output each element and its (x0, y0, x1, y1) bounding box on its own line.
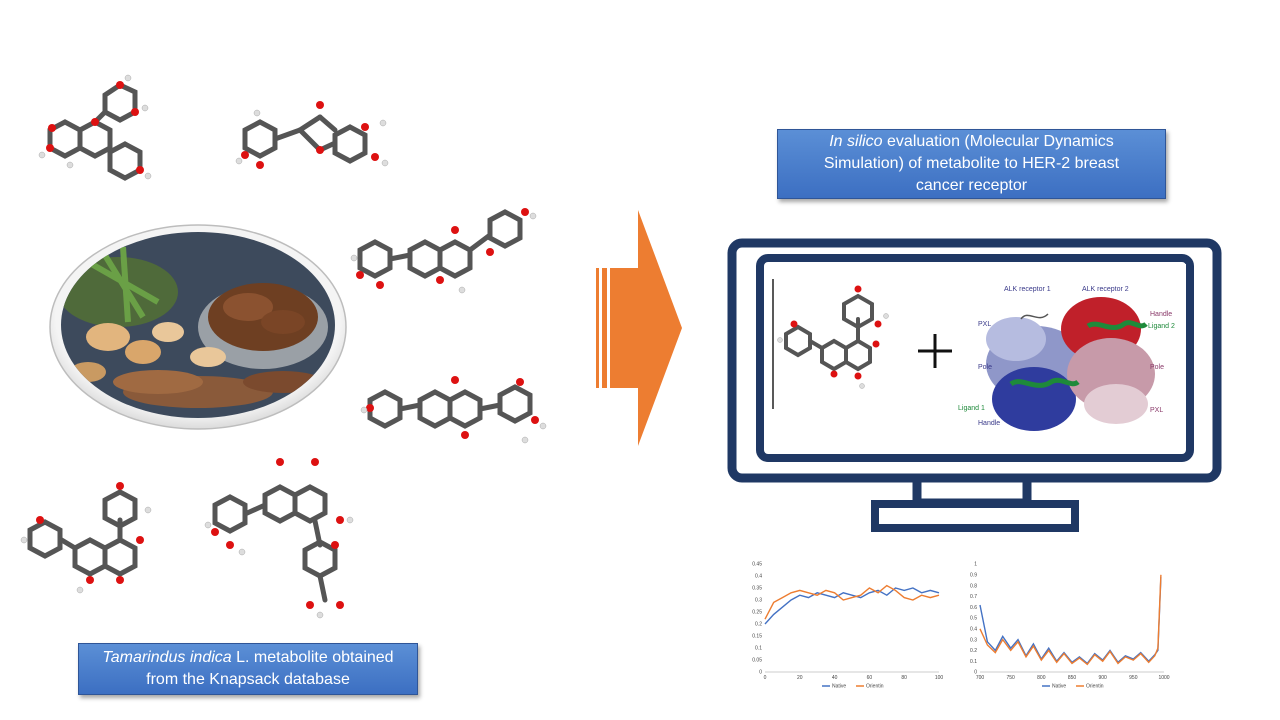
series-line-native (764, 587, 940, 625)
metabolite-caption-line1: Tamarindus indica L. metabolite obtained (79, 647, 417, 669)
y-tick-label: 0.15 (752, 634, 762, 640)
label-pxl-left: PXL (978, 321, 991, 328)
y-tick-label: 0.5 (970, 616, 977, 622)
legend-label: Orientin (866, 684, 884, 690)
label-handle-left: Handle (978, 420, 1000, 427)
x-tick-label: 80 (901, 675, 907, 681)
molecule-structure-6 (204, 458, 354, 619)
x-tick-label: 0 (764, 675, 767, 681)
y-tick-label: 0.2 (970, 648, 977, 654)
label-pole-left: Pole (978, 364, 992, 371)
x-tick-label: 900 (1098, 675, 1107, 681)
x-tick-label: 40 (832, 675, 838, 681)
label-receptor2: ALK receptor 2 (1082, 286, 1129, 293)
label-ligand2: Ligand 2 (1148, 323, 1175, 330)
label-pole-right: Pole (1150, 364, 1164, 371)
series-line-orientin (764, 584, 940, 620)
legend-label: Native (1052, 684, 1066, 690)
x-tick-label: 750 (1006, 675, 1015, 681)
x-tick-label: 100 (935, 675, 944, 681)
ligand-molecule (777, 285, 889, 389)
y-tick-label: 0 (759, 670, 762, 676)
y-tick-label: 0.05 (752, 658, 762, 664)
y-tick-label: 1 (974, 562, 977, 568)
y-tick-label: 0.3 (755, 598, 762, 604)
x-tick-label: 800 (1037, 675, 1046, 681)
x-tick-label: 950 (1129, 675, 1138, 681)
legend-label: Orientin (1086, 684, 1104, 690)
label-handle-right: Handle (1150, 311, 1172, 318)
process-arrow (596, 210, 682, 446)
evaluation-caption-box: In silico evaluation (Molecular Dynamics… (777, 129, 1166, 199)
x-tick-label: 20 (797, 675, 803, 681)
x-tick-label: 60 (867, 675, 873, 681)
molecule-structure-5 (20, 482, 152, 594)
y-tick-label: 0.45 (752, 562, 762, 568)
molecule-structure-1 (38, 74, 152, 181)
y-tick-label: 0.35 (752, 586, 762, 592)
evaluation-caption-line2: Simulation) of metabolite to HER-2 breas… (823, 155, 1120, 172)
molecule-structure-3 (350, 208, 537, 294)
series-line-native (979, 576, 1162, 665)
caption-line1-rest: L. metabolite obtained (231, 649, 394, 666)
legend-label: Native (832, 684, 846, 690)
screen-content: ALK receptor 1 ALK receptor 2 PXL Pole L… (766, 264, 1186, 449)
y-tick-label: 0.4 (755, 574, 762, 580)
label-receptor1: ALK receptor 1 (1004, 286, 1051, 293)
y-tick-label: 0.7 (970, 594, 977, 600)
tamarind-photo (49, 224, 347, 430)
y-tick-label: 0.9 (970, 573, 977, 579)
in-silico-text: In silico (829, 133, 883, 150)
species-name: Tamarindus indica (102, 649, 232, 666)
protein-complex (986, 297, 1155, 431)
y-tick-label: 0.8 (970, 583, 977, 589)
x-tick-label: 700 (976, 675, 985, 681)
y-tick-label: 0.4 (970, 627, 977, 633)
evaluation-caption-line1: In silico evaluation (Molecular Dynamics (778, 131, 1165, 153)
monitor-icon (727, 238, 1222, 532)
plus-icon (918, 334, 952, 368)
x-tick-label: 1000 (1158, 675, 1169, 681)
y-tick-label: 0.3 (970, 637, 977, 643)
y-tick-label: 0.2 (755, 622, 762, 628)
evaluation-caption-line1-rest: evaluation (Molecular Dynamics (882, 133, 1114, 150)
label-pxl-right: PXL (1150, 407, 1163, 414)
metabolite-caption-line2: from the Knapsack database (146, 671, 350, 688)
series-line-orientin (979, 574, 1162, 666)
rmsd-chart: 0 0.05 0.1 0.15 0.2 0.25 0.3 0.35 0.4 0.45 0 20 40 60… (752, 562, 944, 690)
evaluation-caption-line3: cancer receptor (915, 177, 1028, 194)
y-tick-label: 0.25 (752, 610, 762, 616)
protein-labels: ALK receptor 1 ALK receptor 2 PXL Pole L… (958, 286, 1175, 427)
rmsf-chart: 0 0.1 0.2 0.3 0.4 0.5 0.6 0.7 0.8 0.9 1 700 750 800 85… (970, 562, 1170, 690)
y-tick-label: 0 (974, 670, 977, 676)
x-tick-label: 850 (1068, 675, 1077, 681)
y-tick-label: 0.6 (970, 605, 977, 611)
label-ligand1: Ligand 1 (958, 405, 985, 412)
metabolite-caption-box: Tamarindus indica L. metabolite obtained… (78, 643, 418, 695)
molecule-structure-4 (360, 376, 547, 444)
molecule-structure-2 (235, 101, 389, 169)
y-tick-label: 0.1 (970, 659, 977, 665)
y-tick-label: 0.1 (755, 646, 762, 652)
